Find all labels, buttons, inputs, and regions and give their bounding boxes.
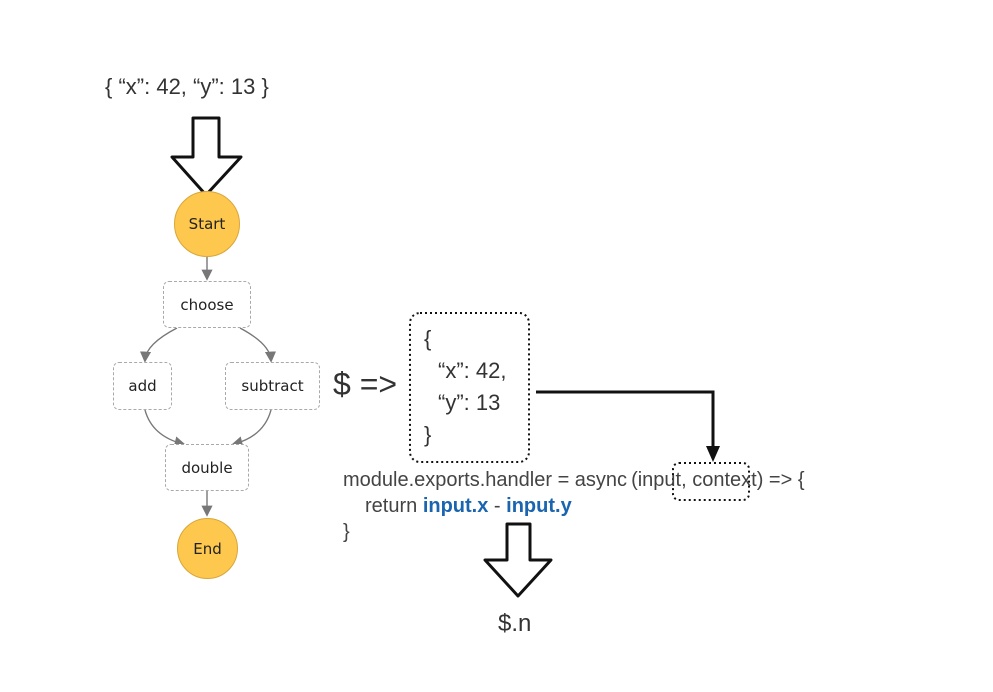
code-line-2: return input.x - input.y	[365, 494, 572, 518]
code-input-y: input.y	[506, 495, 572, 517]
code-return-keyword: return	[365, 495, 423, 517]
code-line-1-suffix: context) => {	[686, 469, 805, 491]
code-line-1: module.exports.handler = async(input, co…	[343, 468, 805, 492]
edge-add-double	[144, 409, 186, 448]
end-node-label: End	[193, 539, 222, 558]
subtract-node[interactable]: subtract	[225, 362, 320, 410]
code-minus: -	[488, 495, 507, 517]
payload-x-line: “x”: 42,	[438, 358, 507, 383]
add-node-label: add	[128, 377, 157, 395]
start-node[interactable]: Start	[174, 191, 240, 257]
choose-node-label: choose	[180, 295, 234, 314]
choose-node[interactable]: choose	[163, 281, 251, 328]
code-input-x: input.x	[422, 495, 489, 517]
connector-arrowhead-icon	[706, 446, 720, 462]
end-node[interactable]: End	[177, 518, 238, 579]
edge-choose-add	[139, 327, 178, 363]
add-node[interactable]: add	[113, 362, 172, 410]
double-node-label: double	[181, 458, 233, 477]
output-label: $.n	[498, 610, 532, 637]
edge-subtract-double	[231, 409, 272, 448]
payload-open-brace: {	[424, 326, 432, 351]
input-param-highlight	[672, 462, 750, 501]
input-arrow-icon	[170, 116, 243, 197]
subtract-node-label: subtract	[241, 377, 304, 395]
payload-y-line: “y”: 13	[438, 390, 501, 415]
double-node[interactable]: double	[165, 444, 249, 491]
dollar-arrow-label: $ =>	[333, 366, 398, 402]
code-input-param: (input,	[631, 469, 687, 491]
start-node-label: Start	[188, 215, 226, 233]
code-line-1-prefix: module.exports.handler = async	[343, 469, 628, 491]
edge-choose-subtract	[239, 327, 277, 363]
output-arrow-icon	[483, 522, 553, 598]
code-line-3: }	[343, 521, 350, 543]
payload-to-input-connector	[536, 390, 715, 452]
payload-close-brace: }	[424, 422, 432, 447]
input-json-label: { “x”: 42, “y”: 13 }	[105, 74, 269, 99]
